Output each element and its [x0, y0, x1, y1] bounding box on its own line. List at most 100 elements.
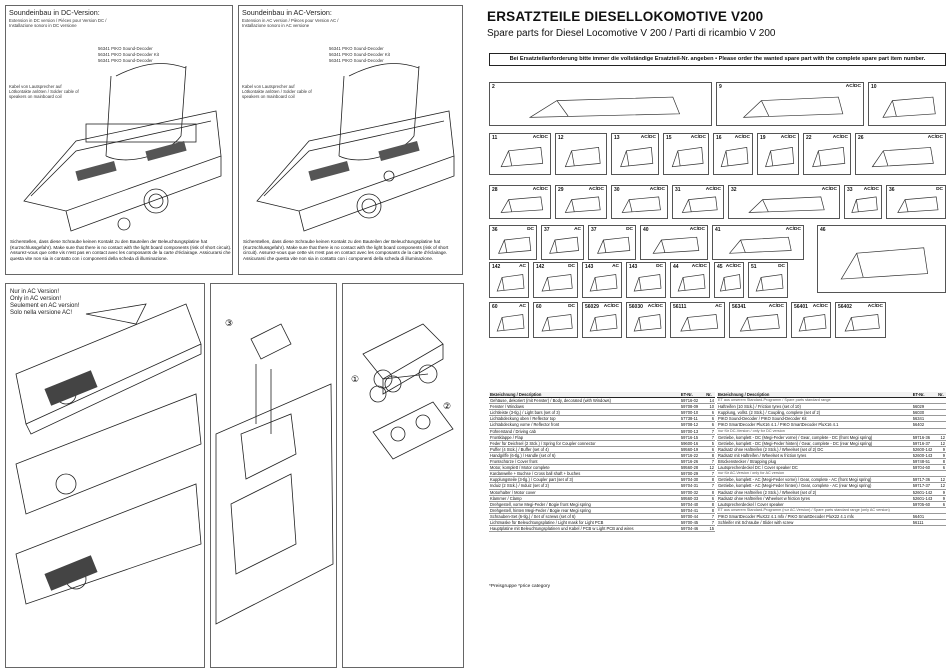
part-system: DC — [626, 227, 633, 232]
part-number: 22 — [806, 135, 812, 141]
callout-2: ② — [443, 402, 451, 412]
part-sketch — [798, 314, 827, 332]
page-title: ERSATZTEILE DIESELLOKOMOTIVE V200 — [487, 9, 764, 24]
part-system: AC/DC — [768, 304, 784, 309]
part-system: AC/DC — [690, 135, 706, 140]
part-number: 11 — [492, 135, 498, 141]
ac-part-3: 56341 PIKO Sound-Decoder — [329, 58, 384, 63]
ac-only-panel: Nur in AC Version! Only in AC version! S… — [5, 283, 205, 668]
table-row: Lichtmaske für Beleuchtungsplatine / Lig… — [489, 519, 715, 527]
dc-part-3: 56341 PIKO Sound-Decoder — [98, 58, 153, 63]
part-system: DC — [936, 187, 943, 192]
part-system: AC/DC — [649, 187, 665, 192]
part-number: 31 — [675, 187, 681, 193]
part-number: 44 — [673, 264, 679, 270]
part-system: AC/DC — [725, 264, 741, 269]
part-sketch — [897, 196, 939, 213]
part-sketch — [633, 274, 662, 292]
part-number: 60 — [492, 304, 498, 310]
part-number: 60 — [536, 304, 542, 310]
part-system: AC — [519, 304, 526, 309]
dc-part-2: 56341 PIKO Sound-Decoder Kit — [98, 52, 159, 57]
part-number: 51 — [751, 264, 757, 270]
part-sketch — [882, 96, 936, 118]
part-number: 15 — [666, 135, 672, 141]
part-box-41: 41 AC/DC — [712, 225, 804, 260]
part-sketch — [589, 274, 618, 292]
part-number: 143 — [629, 264, 638, 270]
part-system: AC/DC — [832, 135, 848, 140]
part-number: 32 — [731, 187, 737, 193]
part-system: AC/DC — [785, 227, 801, 232]
table-row: Radsatz ohne Haftreifen (2 Stck.) / Whee… — [717, 489, 946, 496]
part-number: 29 — [558, 187, 564, 193]
part-sketch — [680, 314, 719, 332]
part-sketch — [677, 274, 706, 292]
part-number: 28 — [492, 187, 498, 193]
table-row: Schrauben-Set (6-tlg.) / Set of screws (… — [489, 513, 715, 520]
part-number: 12 — [558, 135, 564, 141]
part-number: 56402 — [838, 304, 852, 310]
part-number: 36 — [492, 227, 498, 233]
footnote: *Preisgruppe *price category — [489, 584, 551, 589]
ac-panel-sub1: Extension in AC version / Pièces pour Ve… — [242, 18, 339, 23]
dc-speaker-note: Kabel von Lautsprecher auf Lötkontakte a… — [9, 84, 79, 99]
table-row: Puffer (4 Stck.) / Buffer (set of 4)5956… — [489, 446, 715, 453]
part-number: 2 — [492, 84, 495, 90]
table-row: ET aus unserem Standard-Programm (nur AC… — [717, 507, 946, 514]
part-sketch — [671, 147, 704, 168]
bogie-assembly-drawing: ③ — [215, 319, 334, 625]
ac-speaker-note: Kabel von Lautsprecher auf Lötkontakte a… — [242, 84, 312, 99]
table-row: Getriebe, komplett - DC (Megi-Feder hint… — [717, 440, 946, 447]
part-system: AC — [574, 227, 581, 232]
part-sketch — [597, 236, 631, 254]
ac-only-line4: Solo nella versione AC! — [10, 310, 73, 316]
table-row: Haftreifen (10 Stck.) / Friction tyres (… — [717, 403, 946, 411]
part-sketch — [496, 274, 525, 292]
part-number: 41 — [715, 227, 721, 233]
ac-part-1: 56341 PIKO Sound-Decoder — [329, 46, 384, 51]
table-row: Kardanwelle + Buchse / Cross ball shaft … — [489, 470, 715, 478]
part-number: 40 — [643, 227, 649, 233]
table-row: Kupplungsteile (3-tlg.) / Coupler part (… — [489, 476, 715, 484]
part-sketch — [498, 236, 532, 254]
part-sketch — [549, 236, 579, 254]
part-box-46: 46 — [817, 225, 946, 293]
ac-only-line2: Only in AC version! — [10, 296, 62, 302]
table-row: Drehgestell, vorne Megi-Feder / Bogie fr… — [489, 501, 715, 508]
part-sketch — [755, 274, 784, 292]
table-row: nur für DC-Version / only for DC version — [717, 428, 946, 435]
wheelset-panel: ① ② — [342, 283, 464, 668]
table-row: nur für AC-Version / only for AC version — [717, 470, 946, 478]
part-number: 37 — [544, 227, 550, 233]
part-number: 56401 — [794, 304, 808, 310]
part-system: AC — [612, 264, 619, 269]
part-sketch — [589, 314, 618, 332]
part-sketch — [500, 147, 544, 168]
ac-locomotive-drawing — [256, 63, 455, 232]
table-row: Radsatz ohne Haftreifen (2 Stck.) / Whee… — [717, 446, 946, 453]
part-sketch — [652, 236, 700, 254]
table-row: Drehgestell, hinten Megi-Feder / Bogie r… — [489, 507, 715, 514]
part-number: 56111 — [673, 304, 687, 310]
